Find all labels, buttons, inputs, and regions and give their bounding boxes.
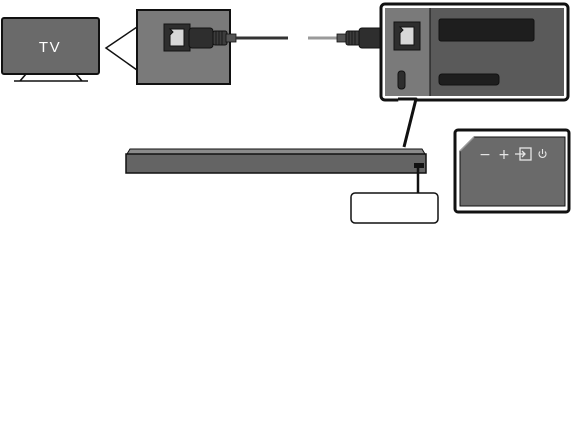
source-input-icon[interactable]: [515, 147, 532, 161]
port-callout-pointer: [398, 97, 418, 148]
port-slot-lower: [438, 73, 500, 86]
tv-stand: [14, 73, 88, 82]
tv-screen: [1, 17, 100, 75]
tv-optical-panel: [136, 9, 231, 85]
cable-plug-tv: [188, 27, 214, 49]
optical-cable: [188, 27, 384, 49]
port-slot-upper: [438, 18, 535, 42]
tv-callout-pointer: [104, 25, 138, 72]
soundbar-top-controls: − +: [453, 128, 571, 214]
optical-port-shape: [168, 28, 185, 47]
tv: TV: [1, 17, 100, 82]
volume-down-icon[interactable]: −: [479, 147, 491, 163]
soundbar-port-panel: [379, 2, 570, 102]
volume-up-icon[interactable]: +: [498, 147, 510, 163]
soundbar: [125, 148, 427, 174]
soundbar-optical-port-shape: [398, 26, 415, 46]
cable-plug-soundbar: [358, 27, 384, 49]
power-icon[interactable]: [538, 149, 547, 158]
tv-label: TV: [39, 39, 61, 56]
usb-port: [397, 70, 406, 90]
port-label-box: [350, 192, 439, 224]
soundbar-rear-port-marker: [414, 163, 424, 168]
